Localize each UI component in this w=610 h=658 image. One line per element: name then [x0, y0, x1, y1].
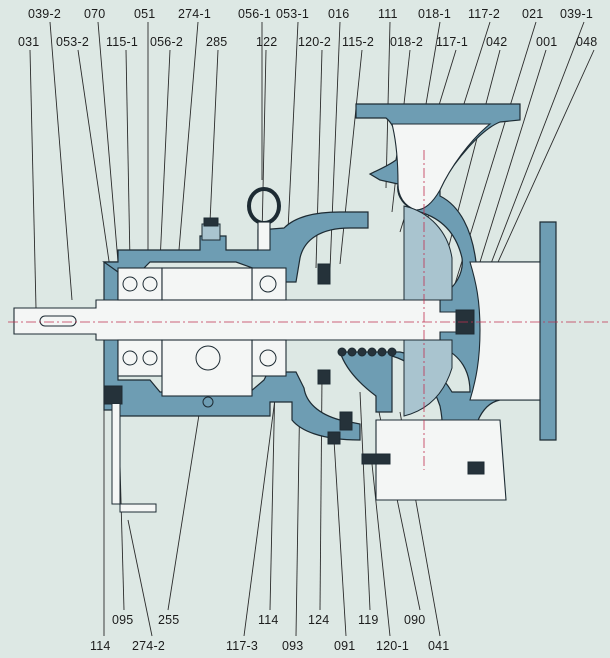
bearing-ball [142, 350, 158, 366]
gland-bolt-upper [317, 263, 331, 285]
oil-fill-plug-cap [203, 217, 219, 227]
leader-117-3 [243, 375, 279, 637]
label: 070 [84, 7, 105, 21]
packing-rings [337, 347, 397, 357]
leader-042 [439, 49, 501, 281]
oil-chamber-lower [161, 339, 253, 397]
label: 274-1 [178, 7, 211, 21]
leader-115-2 [339, 49, 363, 265]
leader-274-1 [177, 21, 199, 263]
leader-274-2 [127, 519, 153, 637]
suction-nozzle [469, 261, 541, 401]
bearing-ball [122, 350, 138, 366]
leader-070 [97, 21, 119, 263]
labels-top-row2: 031 053-2 115-1 056-2 285 122 120-2 115-… [18, 35, 597, 49]
label: 117-1 [436, 35, 468, 49]
oil-drain [202, 396, 214, 408]
housing-bolt [103, 385, 123, 405]
label: 115-2 [342, 35, 374, 49]
casing-nut [361, 453, 391, 465]
labels-bottom-row1: 095 255 114 124 119 090 [112, 613, 425, 627]
leader-053-1 [287, 21, 299, 231]
label: 115-1 [106, 35, 138, 49]
label: 111 [378, 7, 398, 21]
leader-016 [329, 21, 341, 271]
label: 016 [328, 7, 349, 21]
leader-119 [359, 391, 371, 611]
label: 041 [428, 639, 449, 653]
label: 091 [334, 639, 355, 653]
label: 048 [576, 35, 597, 49]
leader-122 [261, 49, 267, 237]
shaft [13, 299, 471, 341]
base-foot [467, 461, 485, 475]
discharge-throat [391, 123, 492, 211]
oil-chamber [161, 267, 253, 301]
label: 018-2 [390, 35, 423, 49]
label: 117-2 [468, 7, 500, 21]
label: 122 [256, 35, 277, 49]
leader-031 [29, 49, 37, 309]
label: 051 [134, 7, 155, 21]
leader-120-1 [371, 463, 391, 637]
label: 120-1 [376, 639, 409, 653]
leader-285 [209, 49, 219, 223]
label: 255 [158, 613, 179, 627]
pump-drawing [8, 103, 608, 513]
label: 031 [18, 35, 39, 49]
oil-sight-glass [195, 345, 221, 371]
bearing-ball [259, 275, 277, 293]
impeller-lower [403, 339, 453, 417]
leader-091 [333, 439, 347, 637]
label: 093 [282, 639, 303, 653]
casing-bolt-2 [327, 431, 341, 445]
bearing-ball [142, 276, 158, 292]
label: 114 [258, 613, 279, 627]
label: 039-1 [560, 7, 593, 21]
label: 120-2 [298, 35, 331, 49]
leader-001 [479, 49, 547, 263]
label: 119 [358, 613, 379, 627]
bearing-outboard [117, 267, 163, 301]
leader-053-2 [77, 49, 111, 269]
labels-top-row1: 039-2 070 051 274-1 056-1 053-1 016 111 … [28, 7, 593, 21]
bearing-housing-top [102, 211, 369, 283]
label: 053-2 [56, 35, 89, 49]
bearing-inboard-lower [251, 339, 287, 377]
casing-bolt [339, 411, 353, 431]
gland-bolt-lower [317, 369, 331, 385]
label: 056-1 [238, 7, 271, 21]
leader-115-1 [125, 49, 131, 263]
leader-056-2 [159, 49, 171, 263]
label: 056-2 [150, 35, 183, 49]
bearing-ball [259, 349, 277, 367]
label: 039-2 [28, 7, 61, 21]
leader-039-2 [49, 21, 73, 301]
bearing-outboard-lower [117, 339, 163, 377]
oil-drain-tube [111, 404, 157, 513]
label: 114 [90, 639, 111, 653]
label: 285 [206, 35, 227, 49]
label: 117-3 [226, 639, 258, 653]
lifting-eye-stem [257, 221, 271, 251]
label: 095 [112, 613, 133, 627]
leader-114-b1 [269, 379, 276, 611]
shaft-keyway [39, 315, 77, 327]
lifting-eye-ring [247, 187, 281, 225]
base-plate [375, 419, 507, 501]
labels-bottom-row2: 114 274-2 117-3 093 091 120-1 041 [90, 639, 449, 653]
label: 001 [536, 35, 557, 49]
bearing-ball [122, 276, 138, 292]
impeller [403, 205, 453, 301]
label: 090 [404, 613, 425, 627]
label: 274-2 [132, 639, 165, 653]
label: 042 [486, 35, 507, 49]
label: 053-1 [276, 7, 309, 21]
label: 124 [308, 613, 329, 627]
label: 018-1 [418, 7, 451, 21]
bearing-inboard [251, 267, 287, 301]
label: 021 [522, 7, 543, 21]
